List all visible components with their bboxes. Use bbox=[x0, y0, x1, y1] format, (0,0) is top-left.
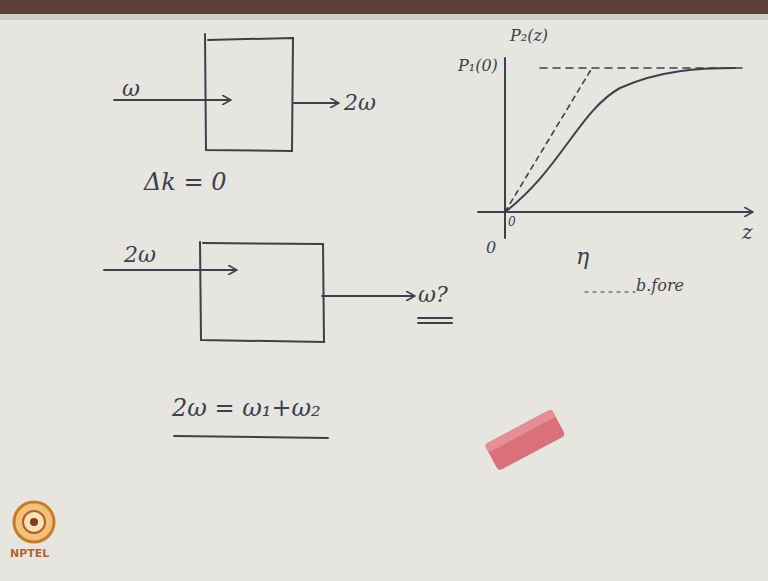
power-curve bbox=[505, 68, 735, 212]
board-rail bbox=[0, 14, 768, 20]
tangent-line bbox=[505, 68, 592, 212]
underline bbox=[418, 322, 452, 324]
crystal-box bbox=[200, 242, 324, 342]
frequency-label: 2ω bbox=[124, 244, 156, 266]
eraser bbox=[484, 409, 565, 471]
underline bbox=[418, 317, 452, 319]
equation-label: 2ω = ω₁+ω₂ bbox=[172, 396, 321, 420]
note-label: b.fore bbox=[636, 278, 684, 294]
nptel-logo bbox=[14, 502, 54, 542]
condition-label: Δk = 0 bbox=[144, 170, 227, 194]
origin-label: 0 bbox=[508, 216, 516, 228]
board-frame bbox=[0, 0, 768, 14]
axis-label: P₂(z) bbox=[510, 28, 548, 44]
frequency-label: ω bbox=[122, 78, 140, 100]
axis-label: z bbox=[742, 222, 753, 242]
input-arrow bbox=[104, 269, 236, 271]
output-arrow bbox=[322, 295, 414, 297]
level-label: P₁(0) bbox=[458, 58, 498, 74]
logo-text: NPTEL bbox=[10, 548, 49, 559]
x-axis bbox=[478, 211, 752, 213]
underline bbox=[174, 436, 328, 438]
crystal-box bbox=[205, 34, 293, 151]
output-arrow bbox=[294, 102, 338, 104]
note-label: 0 bbox=[486, 240, 496, 256]
frequency-label: ω? bbox=[418, 284, 448, 306]
note-label: η bbox=[576, 246, 589, 268]
frequency-label: 2ω bbox=[344, 92, 376, 114]
dotted-line bbox=[585, 291, 635, 292]
